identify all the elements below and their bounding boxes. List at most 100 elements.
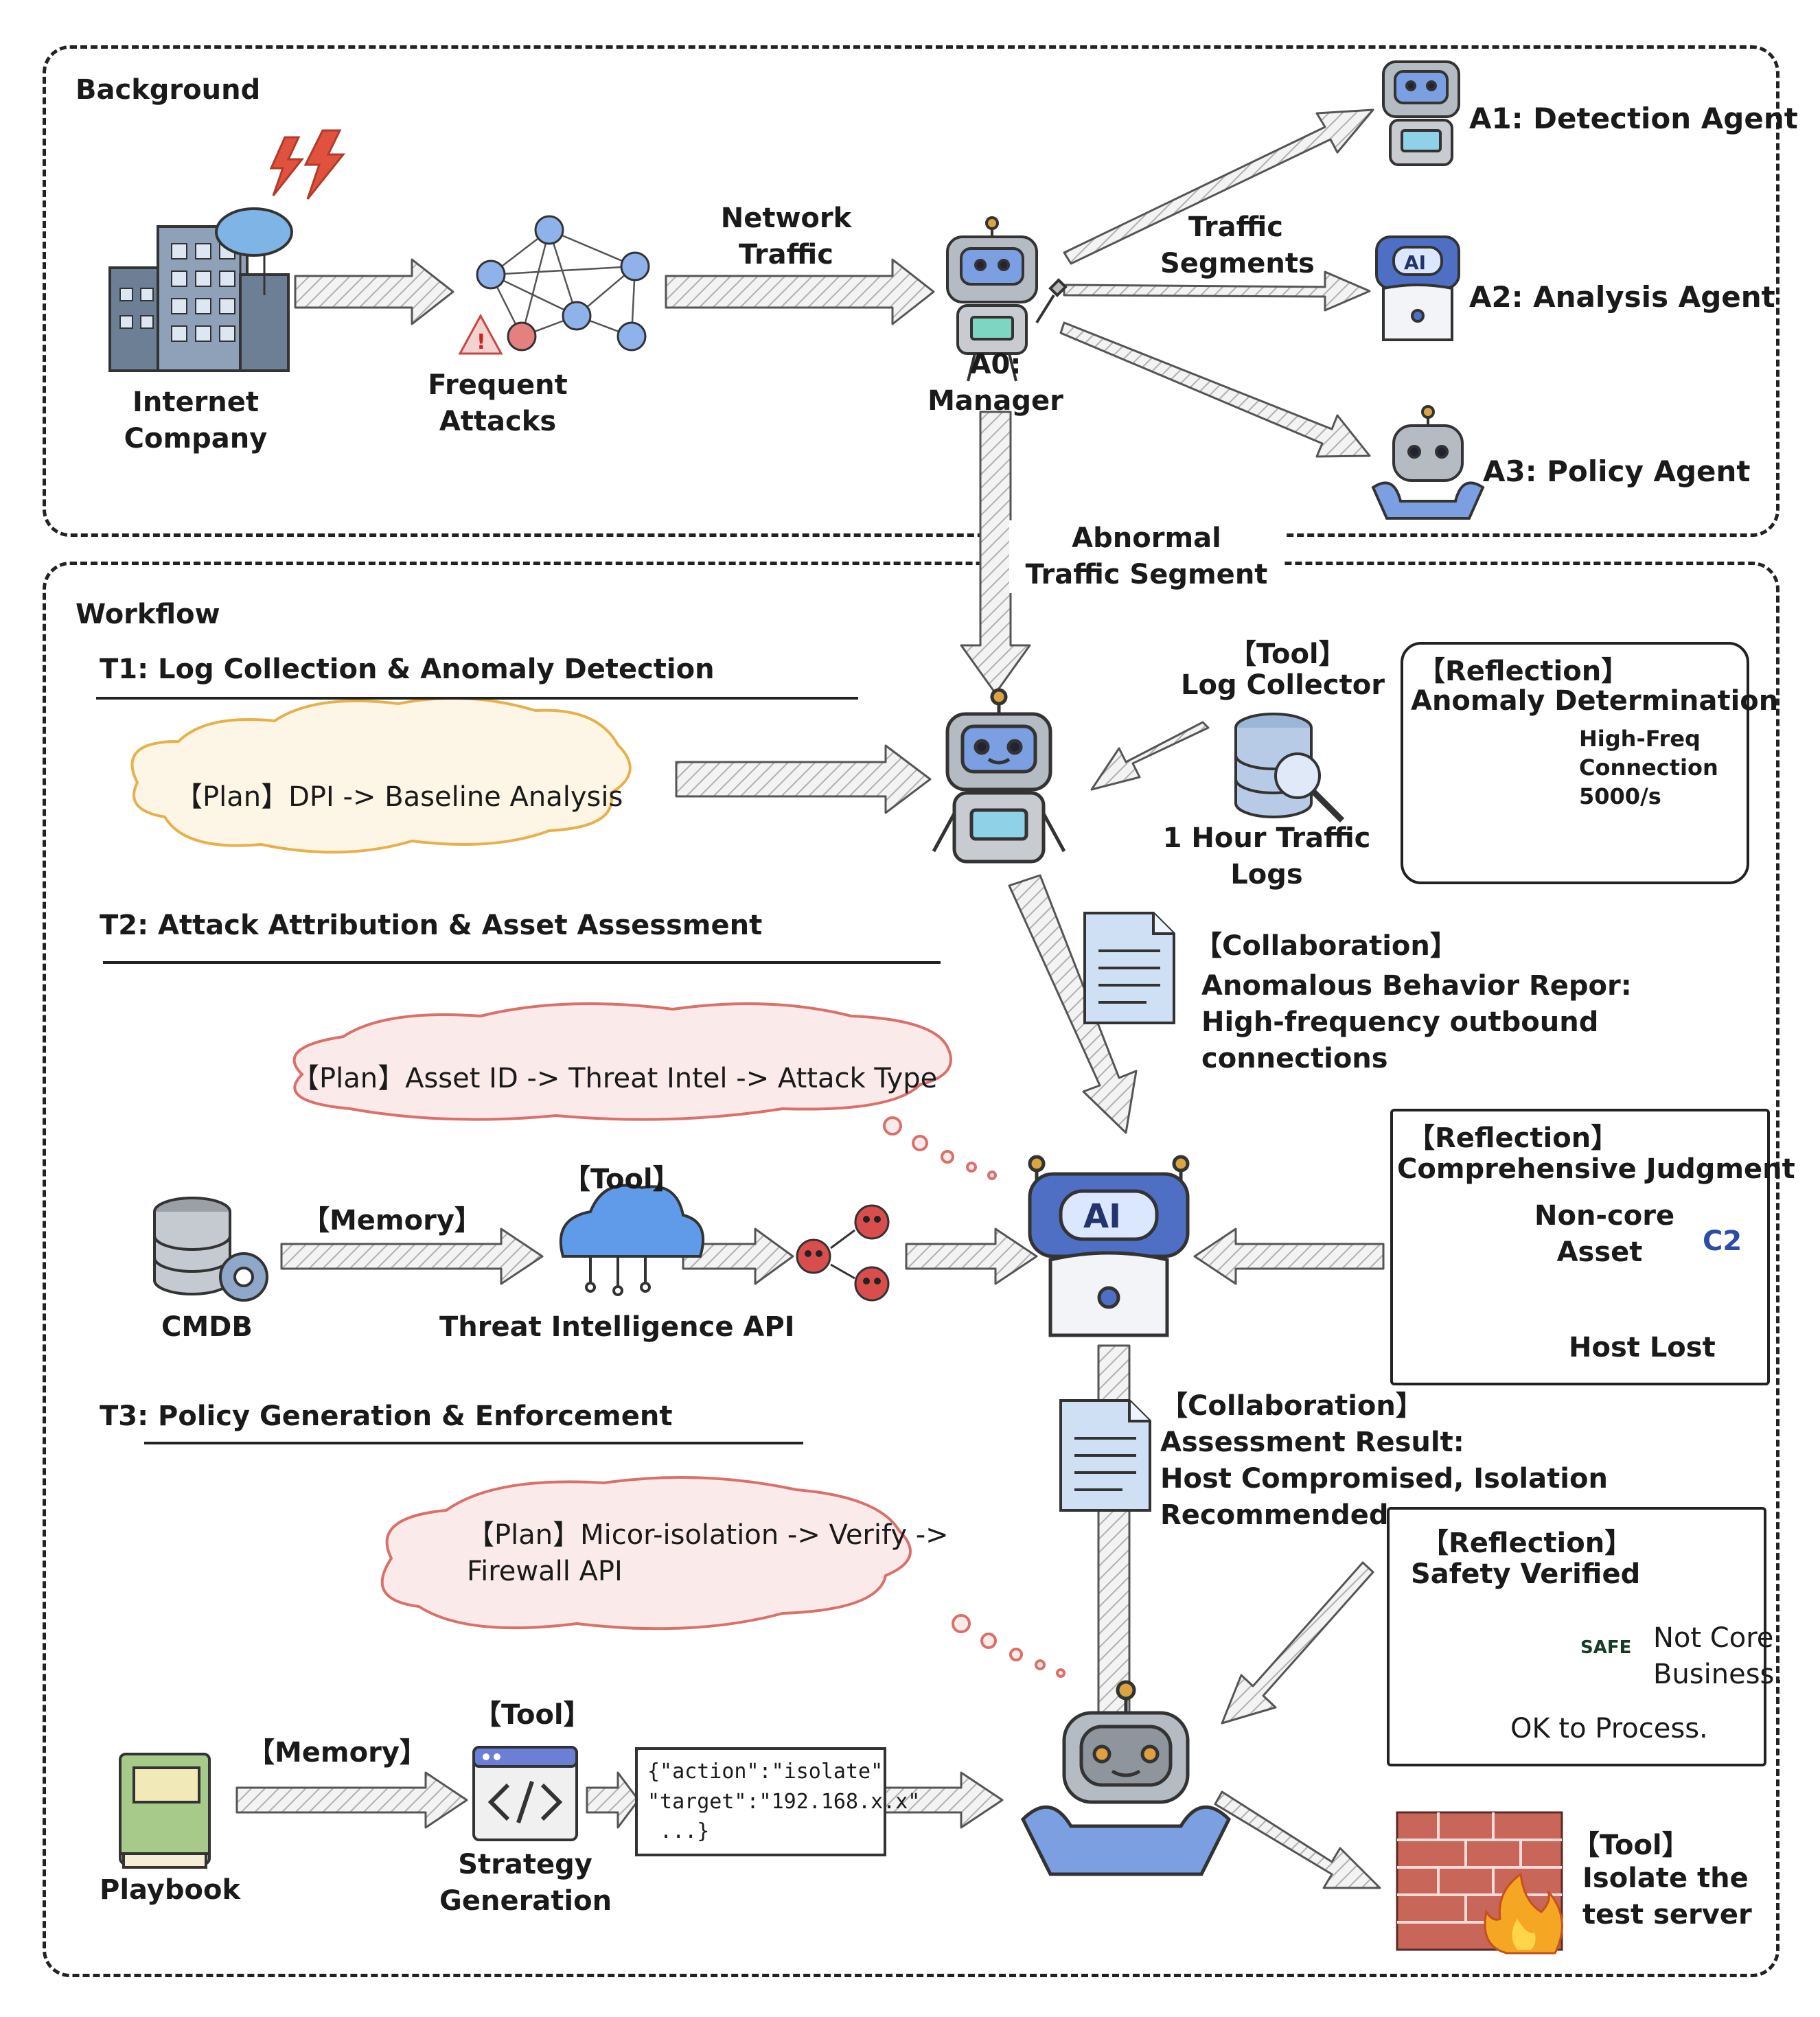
t1-chart-label: High-Freq Connection 5000/s: [1579, 724, 1718, 811]
svg-text:!: !: [476, 330, 486, 354]
manager-line2: Manager: [928, 384, 1063, 417]
plan-cloud-t2: [292, 1002, 997, 1180]
arrow-attacks-manager: [665, 258, 935, 325]
abnormal-segment-label: Abnormal Traffic Segment: [1009, 520, 1284, 593]
not-core-line2: Business.: [1653, 1658, 1784, 1690]
arrow-skulls-ai: [905, 1228, 1038, 1285]
t3-plan-line2: Firewall API: [467, 1555, 623, 1587]
threat-api-label: Threat Intelligence API: [439, 1311, 795, 1343]
t1-heading-rule: [96, 697, 858, 700]
arrow-reflection2-ai: [1193, 1228, 1385, 1285]
log-collector-database-icon: [1234, 713, 1345, 823]
arrow-manager-a1: [1063, 108, 1374, 265]
frequent-attacks-label: Frequent Attacks: [426, 367, 570, 440]
firewall-action-line1: Isolate the: [1582, 1863, 1749, 1894]
t3-collab-line1: Assessment Result:: [1160, 1427, 1464, 1458]
t2-collab-tag: 【Collaboration】: [1195, 930, 1458, 962]
workflow-panel: [43, 562, 1779, 1977]
ok-to-process-label: OK to Process.: [1510, 1713, 1708, 1744]
a1-detection-agent-label: A1: Detection Agent: [1469, 102, 1798, 135]
t1-tool-tag: 【Tool】: [1229, 638, 1346, 670]
building-icon: [108, 207, 293, 372]
skull-icon-group: [796, 1204, 890, 1302]
t3-collab-line3: Recommended: [1160, 1499, 1389, 1531]
t3-collab-text: Assessment Result: Host Compromised, Iso…: [1160, 1425, 1608, 1533]
t2-reflection-tag: 【Reflection】: [1407, 1122, 1619, 1154]
detection-agent-icon: [1382, 60, 1460, 166]
t1-chart-line1: High-Freq: [1579, 726, 1701, 752]
arrow-t1-t2: [1008, 874, 1138, 1134]
host-lost-label: Host Lost: [1569, 1332, 1716, 1363]
t2-memory-tag: 【Memory】: [302, 1205, 482, 1236]
t3-plan-line1: 【Plan】Micor-isolation -> Verify ->: [467, 1519, 949, 1551]
frequent-attacks-line2: Attacks: [439, 405, 557, 437]
background-title: Background: [76, 74, 261, 106]
strategy-label: Strategy Generation: [439, 1847, 612, 1920]
arrow-manager-a2: [1063, 270, 1371, 312]
t2-analysis-robot: AI: [1028, 1155, 1190, 1337]
plan-cloud-t3: [380, 1476, 1065, 1678]
t3-heading-rule: [144, 1442, 803, 1444]
svg-text:AI: AI: [1083, 1197, 1121, 1236]
firewall-icon: [1396, 1811, 1563, 1955]
arrow-strategy-json: [586, 1771, 640, 1829]
t1-chart-line2: Connection: [1579, 754, 1718, 781]
document-icon-1: [1083, 912, 1175, 1024]
plan-cloud-t1: [130, 697, 632, 854]
t2-heading-rule: [103, 961, 941, 964]
arrow-json-robot: [876, 1771, 1004, 1829]
t2-collab-line3: connections: [1201, 1042, 1388, 1074]
t3-collab-tag: 【Collaboration】: [1160, 1390, 1423, 1422]
t2-reflection-title: Comprehensive Judgment: [1397, 1153, 1795, 1185]
lightning-icon: [269, 129, 346, 200]
t3-reflection-title: Safety Verified: [1411, 1558, 1641, 1590]
arrow-robot-firewall: [1214, 1790, 1381, 1889]
arrow-cmdb-cloud: [280, 1228, 544, 1285]
firewall-action-line2: test server: [1582, 1898, 1752, 1930]
firewall-action-label: Isolate the test server: [1582, 1860, 1752, 1933]
arrow-cloud-skulls: [682, 1228, 794, 1285]
network-traffic-label: Network Traffic: [711, 200, 862, 273]
t1-reflection-tag: 【Reflection】: [1418, 656, 1629, 687]
t3-tool-tag: 【Tool】: [474, 1699, 591, 1731]
t3-collab-line2: Host Compromised, Isolation: [1160, 1462, 1608, 1495]
document-icon-2: [1059, 1399, 1151, 1512]
traffic-segments-label: Traffic Segments: [1160, 209, 1315, 282]
t3-reflection-tag: 【Reflection】: [1421, 1528, 1633, 1559]
t3-memory-tag: 【Memory】: [247, 1737, 427, 1768]
arrow-logs-robot: [1090, 721, 1210, 791]
t3-plan-text: 【Plan】Micor-isolation -> Verify -> Firew…: [467, 1517, 949, 1590]
t2-collab-line1: Anomalous Behavior Repor:: [1201, 970, 1632, 1002]
network-traffic-line1: Network: [720, 203, 852, 234]
abnormal-segment-line1: Abnormal: [1072, 522, 1221, 554]
manager-line1: A0:: [969, 349, 1022, 380]
network-graph-icon: !: [458, 215, 650, 355]
t2-collab-line2: High-frequency outbound: [1201, 1006, 1599, 1038]
arrow-abnormal-down: [960, 411, 1031, 695]
strategy-code-icon: [472, 1746, 578, 1841]
safe-badge-text: SAFE: [1580, 1637, 1632, 1658]
t3-reflection-box: [1387, 1507, 1766, 1766]
playbook-icon: [119, 1753, 211, 1869]
internet-company-label: Internet Company: [117, 384, 275, 457]
arrow-company-attacks: [294, 258, 454, 325]
t1-detection-robot: [932, 688, 1066, 864]
cmdb-label: CMDB: [161, 1311, 253, 1343]
t2-heading: T2: Attack Attribution & Asset Assessmen…: [100, 910, 763, 941]
t2-tool-tag: 【Tool】: [563, 1164, 680, 1195]
network-traffic-line2: Traffic: [739, 238, 833, 270]
strategy-line1: Strategy: [458, 1849, 592, 1880]
svg-text:AI: AI: [1404, 251, 1426, 274]
t3-policy-robot: [1020, 1680, 1232, 1876]
manager-robot-icon: [946, 216, 1068, 382]
t1-chart-line3: 5000/s: [1579, 783, 1661, 810]
t2-collab-text: Anomalous Behavior Repor: High-frequency…: [1201, 968, 1632, 1076]
not-core-line1: Not Core: [1653, 1622, 1774, 1654]
t2-plan-text: 【Plan】Asset ID -> Threat Intel -> Attack…: [292, 1063, 938, 1094]
analysis-agent-icon: AI: [1375, 235, 1460, 341]
a3-policy-agent-label: A3: Policy Agent: [1483, 454, 1751, 488]
t1-tool-name: Log Collector: [1181, 669, 1385, 701]
internet-company-line2: Company: [124, 422, 268, 454]
arrow-reflection3-robot: [1221, 1561, 1374, 1725]
arrow-manager-a3: [1059, 321, 1371, 458]
